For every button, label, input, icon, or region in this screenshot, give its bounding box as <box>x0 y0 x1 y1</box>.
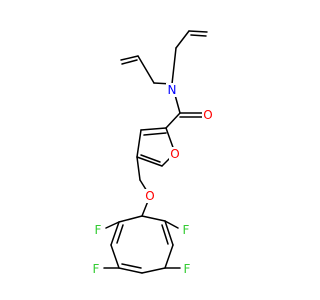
bond <box>110 221 120 246</box>
fluorine-atom-top-left: F <box>95 223 102 237</box>
bond <box>164 220 179 229</box>
carbonyl-oxygen-atom: O <box>203 108 212 122</box>
molecule-structure: N O O O F F F F <box>92 30 213 276</box>
bond <box>136 156 163 167</box>
bond <box>136 156 141 181</box>
bond <box>120 55 139 61</box>
bond <box>143 132 167 136</box>
bond <box>121 263 142 269</box>
bond <box>188 30 208 33</box>
bond <box>121 59 138 65</box>
bond <box>165 112 181 129</box>
furan-oxygen-atom: O <box>170 147 179 161</box>
ether-oxygen-atom: O <box>145 189 154 203</box>
bond <box>164 220 174 246</box>
bond <box>118 215 143 223</box>
fluorine-atom-bottom-left: F <box>93 262 100 276</box>
bond <box>190 34 207 37</box>
bond <box>137 55 155 84</box>
bond <box>161 224 169 245</box>
fluorine-atom-top-right: F <box>183 223 190 237</box>
nitrogen-atom: N <box>168 83 177 97</box>
fluorine-atom-bottom-right: F <box>184 262 191 276</box>
bond <box>116 224 124 244</box>
bond <box>118 267 143 274</box>
bond <box>140 154 161 163</box>
bond <box>175 30 190 49</box>
bond <box>164 244 174 269</box>
bond <box>141 215 166 222</box>
bond <box>171 47 177 85</box>
bond <box>141 267 166 274</box>
bond <box>140 127 167 131</box>
bond <box>105 221 120 229</box>
bond <box>136 129 142 158</box>
bond <box>110 244 120 269</box>
